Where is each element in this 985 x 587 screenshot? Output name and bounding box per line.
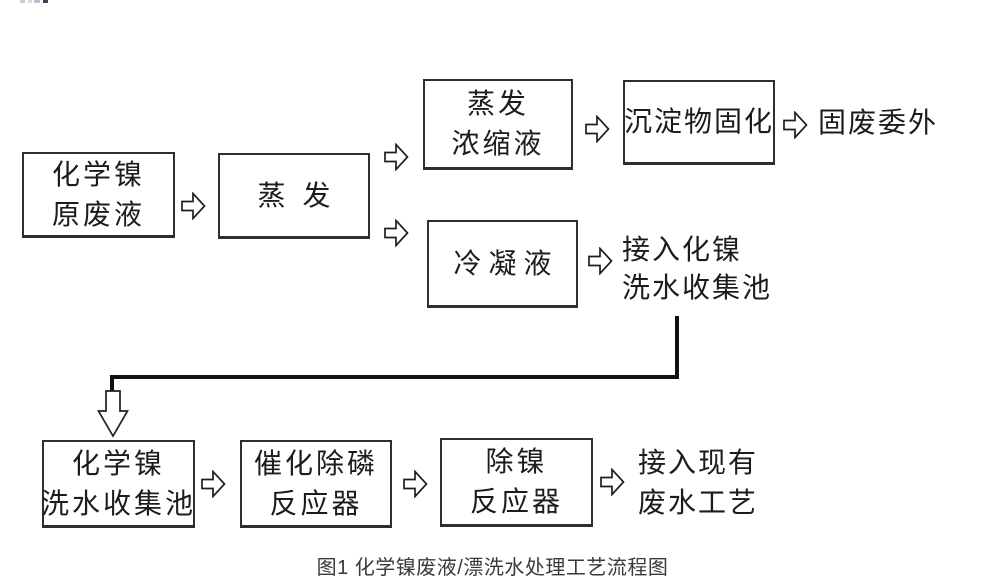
box-concentrate-line1: 蒸发 xyxy=(466,87,529,120)
box-phosphorus-reactor-line2: 反应器 xyxy=(269,486,363,520)
connector-line-horizontal xyxy=(110,375,679,379)
label-to-existing-process-line2: 废水工艺 xyxy=(638,486,759,519)
box-raw-waste: 化学镍 原废液 xyxy=(22,152,175,238)
box-sediment-solidification-line1: 沉淀物固化 xyxy=(624,105,775,138)
box-evaporation: 蒸发 xyxy=(218,153,370,239)
box-collection-pool-line1: 化学镍 xyxy=(71,446,165,480)
box-raw-waste-line1: 化学镍 xyxy=(51,157,145,191)
label-to-existing-process: 接入现有 废水工艺 xyxy=(638,443,758,523)
box-collection-pool-line2: 洗水收集池 xyxy=(41,486,197,520)
flow-arrow-right-icon xyxy=(181,192,206,220)
box-sediment-solidification: 沉淀物固化 xyxy=(623,80,775,165)
box-nickel-removal-reactor: 除镍 反应器 xyxy=(440,438,593,527)
flow-arrow-right-icon xyxy=(783,111,808,139)
box-nickel-removal-reactor-line2: 反应器 xyxy=(469,485,563,518)
label-to-collection-pool-line2: 洗水收集池 xyxy=(622,271,773,304)
box-nickel-removal-reactor-line1: 除镍 xyxy=(485,445,548,478)
flow-arrow-right-icon xyxy=(588,247,613,275)
flow-arrow-right-icon xyxy=(600,468,625,496)
label-to-collection-pool-line1: 接入化镍 xyxy=(622,233,743,266)
box-raw-waste-line2: 原废液 xyxy=(51,197,145,231)
flow-arrow-right-icon xyxy=(384,143,409,171)
figure-caption: 图1 化学镍废液/漂洗水处理工艺流程图 xyxy=(316,557,669,579)
box-condensate-line1: 冷凝液 xyxy=(453,246,559,280)
box-phosphorus-reactor-line1: 催化除磷 xyxy=(253,446,378,480)
label-solid-waste-outsourced-line1: 固废委外 xyxy=(818,106,939,139)
label-solid-waste-outsourced: 固废委外 xyxy=(818,103,938,143)
clipped-top-fragment xyxy=(20,0,48,3)
box-concentrate: 蒸发 浓缩液 xyxy=(423,79,573,170)
flow-arrow-right-icon xyxy=(201,470,226,498)
flow-arrow-right-icon xyxy=(585,115,610,143)
label-to-existing-process-line1: 接入现有 xyxy=(638,446,759,479)
connector-line-vertical xyxy=(675,316,679,379)
box-condensate: 冷凝液 xyxy=(427,220,578,308)
flow-arrow-right-icon xyxy=(403,470,428,498)
box-collection-pool: 化学镍 洗水收集池 xyxy=(41,440,197,528)
connector-line-stub xyxy=(110,375,114,392)
box-concentrate-line2: 浓缩液 xyxy=(451,127,545,160)
box-phosphorus-reactor: 催化除磷 反应器 xyxy=(240,440,392,528)
label-to-collection-pool: 接入化镍 洗水收集池 xyxy=(622,231,772,307)
box-evaporation-line1: 蒸发 xyxy=(257,178,348,212)
flow-arrow-down-icon xyxy=(97,390,129,438)
flow-arrow-right-icon xyxy=(384,219,409,247)
